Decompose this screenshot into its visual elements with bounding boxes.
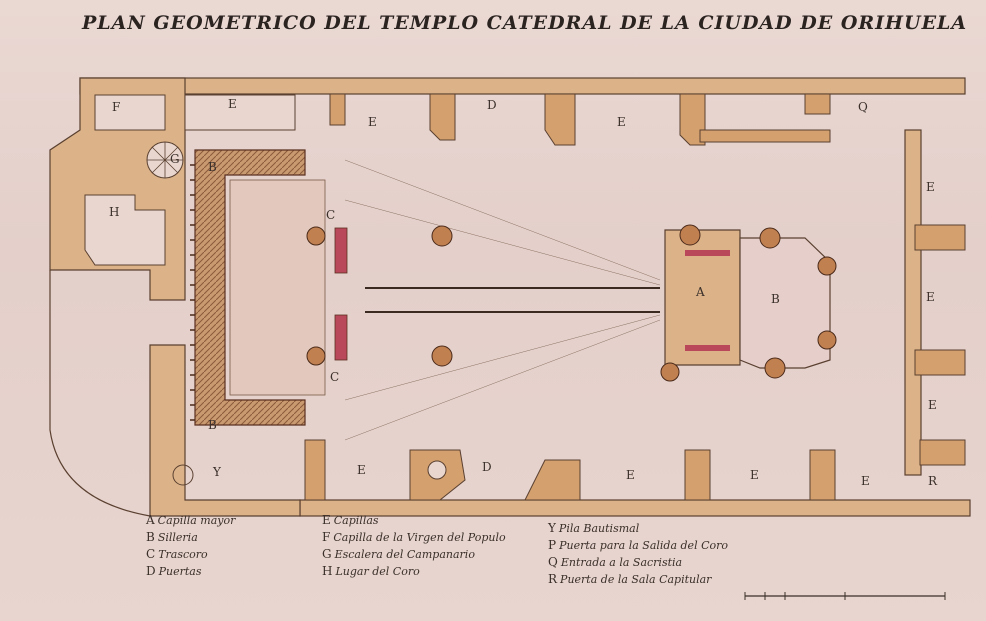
room-H: [84, 194, 166, 266]
label-A: A: [696, 285, 705, 299]
label-D-top: D: [487, 98, 497, 112]
label-C-bottom: C: [330, 370, 340, 384]
choir-stalls: [194, 149, 306, 426]
label-E-2: E: [368, 115, 377, 129]
trascoro-top: [334, 227, 348, 274]
map-title: PLAN GEOMETRICO DEL TEMPLO CATEDRAL DE L…: [82, 12, 968, 34]
label-E-3: E: [617, 115, 626, 129]
capilla-mayor: [664, 229, 741, 366]
chapel-F: [94, 94, 166, 131]
right-piers: [914, 224, 966, 466]
chapel-E-top-left: [184, 94, 296, 131]
label-C-top: C: [326, 208, 336, 222]
label-B-bottom: B: [208, 418, 217, 432]
label-E-1: E: [228, 97, 237, 111]
label-F: F: [112, 100, 121, 114]
label-Q: Q: [858, 100, 868, 114]
presbytery-B: [739, 237, 831, 369]
stall-dividers: [190, 164, 195, 421]
label-H: H: [109, 205, 120, 219]
baptismal-font: [172, 464, 194, 486]
nave-piers: [306, 225, 453, 367]
label-B-altar: B: [771, 292, 780, 306]
label-D-bottom: D: [482, 460, 492, 474]
label-E-r2: E: [926, 290, 935, 304]
label-G: G: [170, 152, 180, 166]
label-Y: Y: [213, 465, 221, 479]
label-B-top: B: [208, 160, 217, 174]
perspective-lines: [344, 159, 661, 441]
top-piers: [329, 93, 831, 146]
label-E-b3: E: [750, 468, 759, 482]
label-E-r1: E: [926, 180, 935, 194]
label-E-b4: E: [861, 474, 870, 488]
label-E-r3: E: [928, 398, 937, 412]
label-E-b1: E: [357, 463, 366, 477]
label-R: R: [928, 474, 938, 488]
label-E-b2: E: [626, 468, 635, 482]
outer-curve: [49, 270, 151, 517]
trascoro-bottom: [334, 314, 348, 361]
altar-piers: [660, 224, 837, 382]
